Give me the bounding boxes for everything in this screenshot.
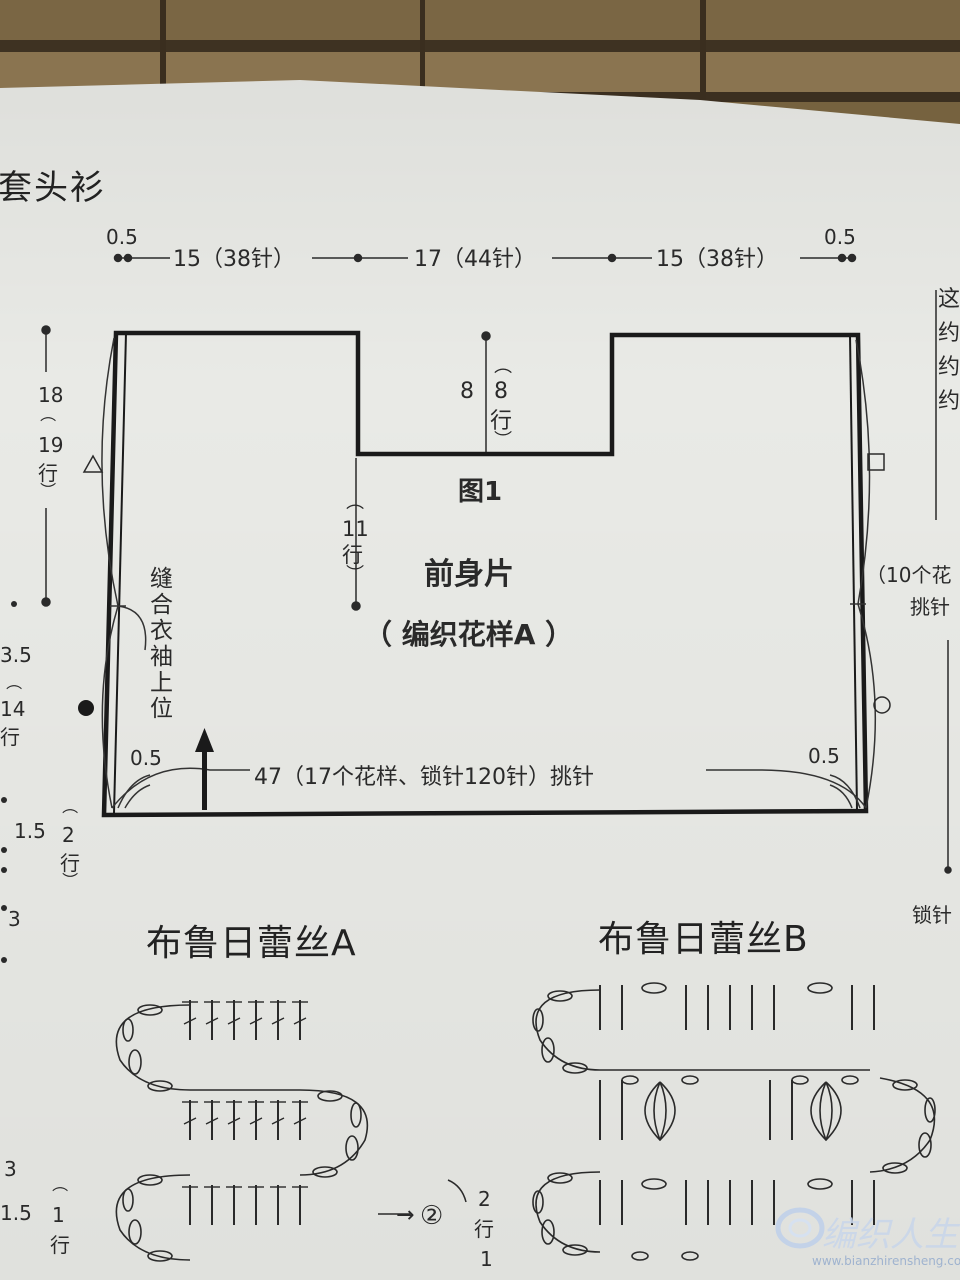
left-side-paren-close: ） [38, 482, 57, 498]
margin-bottom-left-3: （ [50, 1176, 69, 1192]
bruges-lace-chart-a [115, 1000, 369, 1262]
left-note-char-2: 合 [150, 592, 173, 618]
circle-marker-icon [873, 696, 891, 714]
top-right-shoulder: 15（38针） [656, 247, 778, 272]
page-title: 套头衫 [0, 168, 106, 208]
chart-a-title: 布鲁日蕾丝A [146, 923, 357, 964]
left-margin-10: 3 [8, 907, 21, 931]
inner-rows-paren-close: ） [343, 564, 364, 582]
bottom-corner-left: 0.5 [130, 746, 162, 770]
top-left-shoulder: 15（38针） [173, 247, 295, 272]
inner-rows-marker [351, 458, 361, 611]
margin-bottom-left-5: 行 [50, 1233, 70, 1257]
chart-a-sub: 1 [480, 1247, 493, 1271]
chart-b-title: 布鲁日蕾丝B [598, 919, 809, 960]
inner-rows-unit: 行 [342, 543, 363, 567]
inner-rows: 11 [342, 517, 369, 541]
chart-a-rows: 2 [478, 1187, 491, 1211]
left-margin-5: 1.5 [14, 819, 46, 843]
piece-name: 前身片 [424, 557, 514, 592]
inner-rows-paren-open: （ [343, 492, 364, 510]
bottom-dimension: 47（17个花样、锁针120针）挑针 [254, 765, 594, 790]
figure-caption: 图1 [458, 477, 502, 507]
left-margin-8: 行 [60, 851, 80, 875]
watermark-logo-icon [775, 1207, 825, 1249]
left-margin-4: 行 [0, 725, 20, 749]
right-inner-edge [849, 334, 858, 811]
left-note-char-4: 袖 [150, 644, 173, 670]
left-margin-2: （ [4, 674, 23, 690]
neck-depth-rows: 8 [494, 379, 508, 404]
top-edge-left: 0.5 [106, 225, 138, 249]
square-marker-icon [867, 453, 885, 471]
right-margin-measure [935, 290, 952, 874]
triangle-marker-icon [82, 454, 104, 473]
left-side-paren-open: （ [38, 406, 57, 422]
right-note-line-2: 挑针 [910, 595, 950, 619]
knitting-direction-arrow-icon [195, 728, 214, 810]
piece-pattern: （ 编织花样A ） [364, 618, 573, 651]
left-side-rows-unit: 行 [38, 461, 58, 485]
left-side-measure [41, 325, 51, 607]
margin-bottom-left-1: 3 [4, 1157, 17, 1181]
left-margin-3: 14 [0, 697, 25, 721]
left-side-rows: 19 [38, 433, 63, 457]
right-margin-char-1: 这 [938, 287, 960, 312]
left-note-char-1: 缝 [150, 566, 173, 592]
bruges-lace-chart-b [532, 982, 936, 1261]
neck-depth-paren-open: （ [491, 356, 512, 374]
top-dimension-line [113, 253, 857, 263]
right-margin-char-3: 约 [938, 355, 960, 380]
bottom-corner-right: 0.5 [808, 744, 840, 768]
left-margin-6: （ [60, 798, 79, 814]
top-edge-right: 0.5 [824, 225, 856, 249]
seam-ticks [110, 603, 866, 607]
left-inner-edge [113, 332, 127, 814]
chart-a-rows-unit: 行 [474, 1217, 494, 1241]
top-neck: 17（44针） [414, 247, 536, 272]
dot-marker-icon [78, 700, 94, 716]
left-margin-9: ） [60, 872, 79, 888]
left-note-char-3: 衣 [150, 618, 173, 644]
right-margin-char-2: 约 [938, 321, 960, 346]
left-note-char-6: 位 [150, 696, 173, 722]
neck-depth-rows-unit: 行 [490, 409, 512, 434]
neck-depth-value: 8 [460, 379, 474, 404]
margin-bottom-left-2: 1.5 [0, 1201, 32, 1225]
right-note-line-1: （10个花 [866, 563, 951, 587]
front-piece-outline [101, 330, 869, 818]
chart-a-step: ② [420, 1201, 443, 1231]
left-note-char-5: 上 [150, 670, 173, 696]
left-margin-1: 3.5 [0, 643, 32, 667]
left-side-value: 18 [38, 383, 63, 407]
chart-a-bracket [447, 1179, 467, 1203]
neck-depth-marker [481, 331, 491, 452]
left-margin-7: 2 [62, 823, 75, 847]
watermark-text: 编织人生 [822, 1215, 958, 1255]
left-margin-dots [1, 601, 17, 963]
watermark-url: www.bianzhirensheng.com [812, 1254, 960, 1268]
neck-depth-paren-close: ） [491, 430, 512, 448]
right-margin-char-4: 约 [938, 389, 960, 414]
right-margin-bottom: 锁针 [912, 903, 952, 927]
chart-a-arrow-icon: → [396, 1203, 414, 1228]
margin-bottom-left-4: 1 [52, 1203, 65, 1227]
